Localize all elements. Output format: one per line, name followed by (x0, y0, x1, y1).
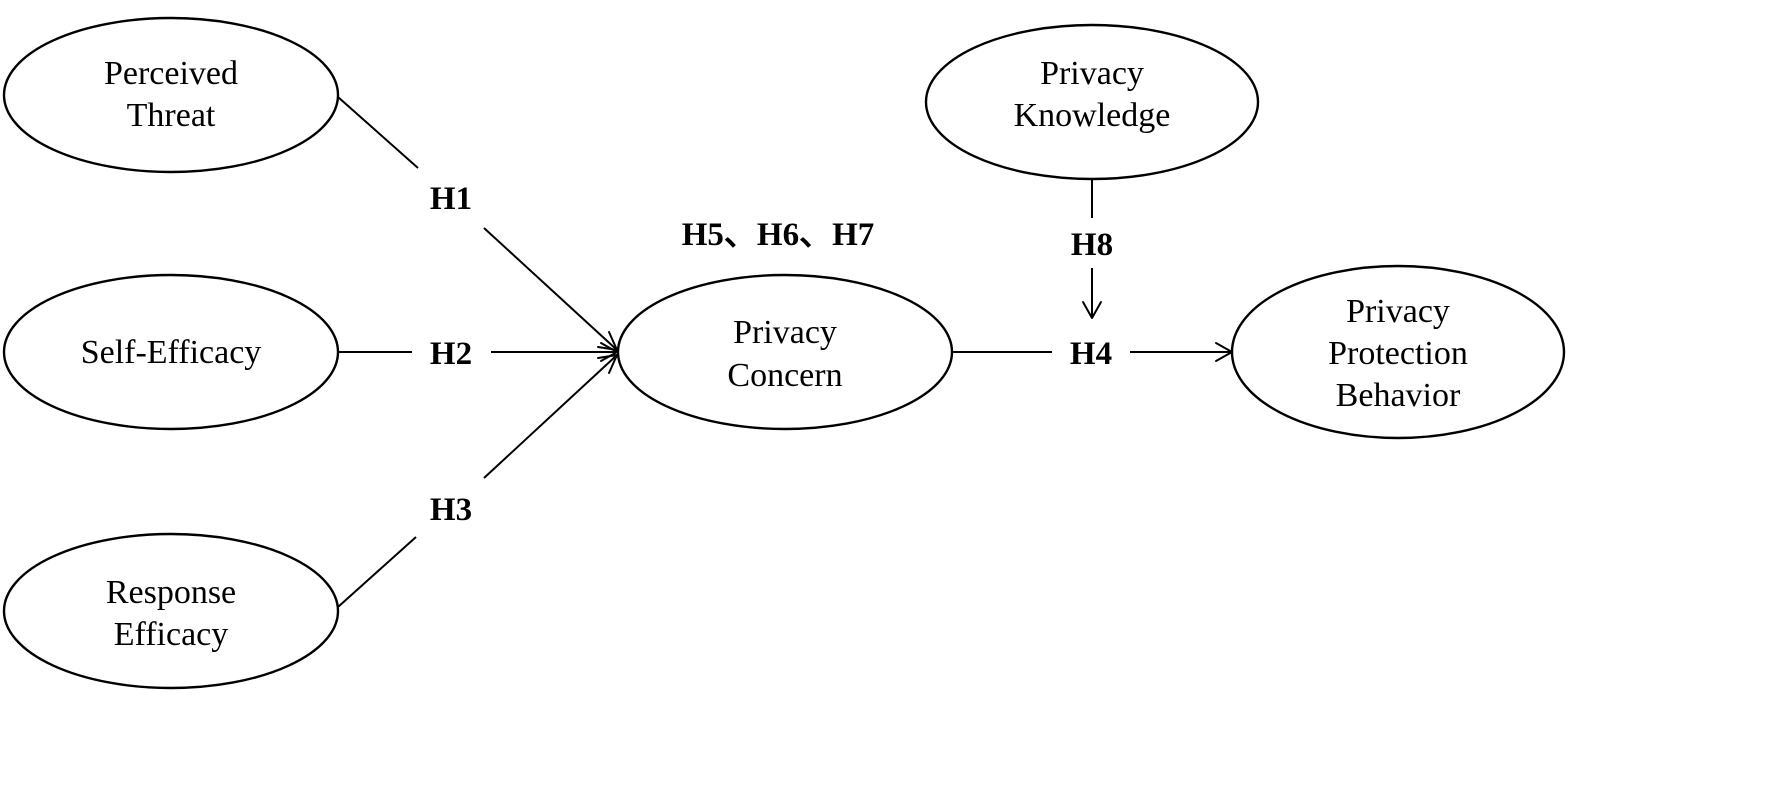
node-label-line: Response (106, 574, 236, 611)
hypothesis-label-h2: H2 (430, 336, 472, 372)
arrowhead-h8 (1082, 301, 1102, 319)
node-label-line: Protection (1328, 335, 1468, 372)
node-label-line: Perceived (104, 55, 238, 92)
node-privacy-protection-behavior: Privacy Protection Behavior (1230, 264, 1566, 440)
hypothesis-label-h4: H4 (1070, 336, 1112, 372)
edge-response-efficacy-to-h3 (337, 536, 417, 608)
node-label-line: Knowledge (1014, 97, 1171, 134)
node-response-efficacy: Response Efficacy (2, 532, 340, 690)
node-label-line: Concern (727, 357, 842, 394)
node-privacy-knowledge: Privacy Knowledge (924, 23, 1260, 181)
node-perceived-threat: Perceived Threat (2, 16, 340, 174)
hypothesis-label-h1: H1 (430, 181, 472, 217)
node-label-line: Self-Efficacy (81, 334, 262, 371)
edge-h1-to-privacy-concern (483, 227, 618, 351)
node-label-line: Privacy (1346, 293, 1450, 330)
node-label-line: Privacy (1040, 55, 1144, 92)
node-label-line: Efficacy (114, 616, 229, 653)
edge-perceived-threat-to-h1 (337, 96, 419, 169)
node-privacy-concern: Privacy Concern (616, 273, 954, 431)
node-label-line: Threat (127, 97, 216, 134)
node-label-line: Behavior (1336, 377, 1461, 414)
edge-h3-to-privacy-concern (483, 354, 618, 479)
hypothesis-label-h5-h6-h7: H5、H6、H7 (682, 217, 875, 253)
node-label-line: Privacy (733, 314, 837, 351)
node-self-efficacy: Self-Efficacy (2, 273, 340, 431)
hypothesis-label-h3: H3 (430, 492, 472, 528)
hypothesis-label-h8: H8 (1071, 227, 1113, 263)
